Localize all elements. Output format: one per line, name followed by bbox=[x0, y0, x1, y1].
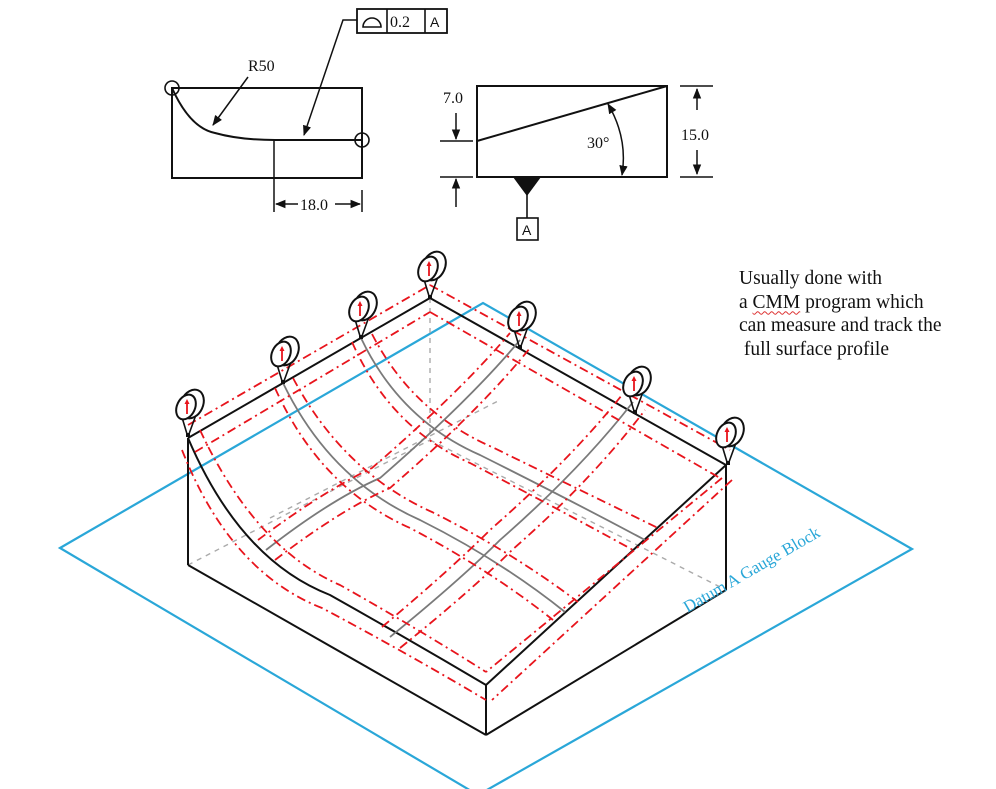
surface-grid-lines bbox=[265, 337, 646, 638]
note-line-4: full surface profile bbox=[739, 338, 889, 360]
gauge-block bbox=[181, 284, 733, 736]
start-point-marker bbox=[164, 80, 180, 96]
note-line-2: a CMM program which bbox=[739, 291, 924, 313]
angled-surface bbox=[476, 85, 668, 142]
front-view: 18.0 R50 bbox=[164, 19, 370, 214]
fcf-leader bbox=[303, 19, 357, 136]
cmm-probe-icon bbox=[711, 412, 750, 466]
hidden-edges bbox=[187, 298, 727, 591]
datum-a-label: A bbox=[522, 222, 532, 238]
note-line-1: Usually done with bbox=[739, 268, 882, 289]
datum-box bbox=[516, 217, 539, 241]
feature-control-frame: 0.2 A bbox=[356, 8, 448, 34]
dimension-15-label: 15.0 bbox=[681, 127, 709, 144]
cmm-probe-icon bbox=[344, 286, 383, 340]
tolerance-value: 0.2 bbox=[390, 14, 410, 31]
cmm-note: Usually done with a CMM program which ca… bbox=[739, 267, 989, 361]
profile-of-a-surface-icon bbox=[362, 17, 382, 28]
cmm-probe-icon bbox=[503, 296, 542, 350]
side-view: 7.0 15.0 30° A bbox=[440, 85, 713, 241]
angle-label: 30° bbox=[587, 135, 609, 152]
end-point-marker bbox=[354, 132, 370, 148]
cmm-term: CMM bbox=[752, 291, 801, 313]
dimension-7-label: 7.0 bbox=[443, 90, 463, 107]
datum-a-plane bbox=[57, 301, 915, 789]
radius-leader bbox=[212, 76, 249, 126]
datum-triangle-icon bbox=[513, 177, 541, 196]
dimension-18-label: 18.0 bbox=[300, 197, 328, 214]
tolerance-zone-lines bbox=[181, 284, 733, 701]
profile-curve bbox=[171, 87, 362, 141]
radius-label: R50 bbox=[248, 58, 275, 75]
visible-edges bbox=[187, 297, 727, 736]
side-view-outline bbox=[476, 85, 668, 178]
note-line-3: can measure and track the bbox=[739, 315, 942, 336]
datum-reference: A bbox=[430, 14, 440, 30]
angle-arc bbox=[607, 103, 628, 177]
front-view-outline bbox=[171, 87, 363, 179]
